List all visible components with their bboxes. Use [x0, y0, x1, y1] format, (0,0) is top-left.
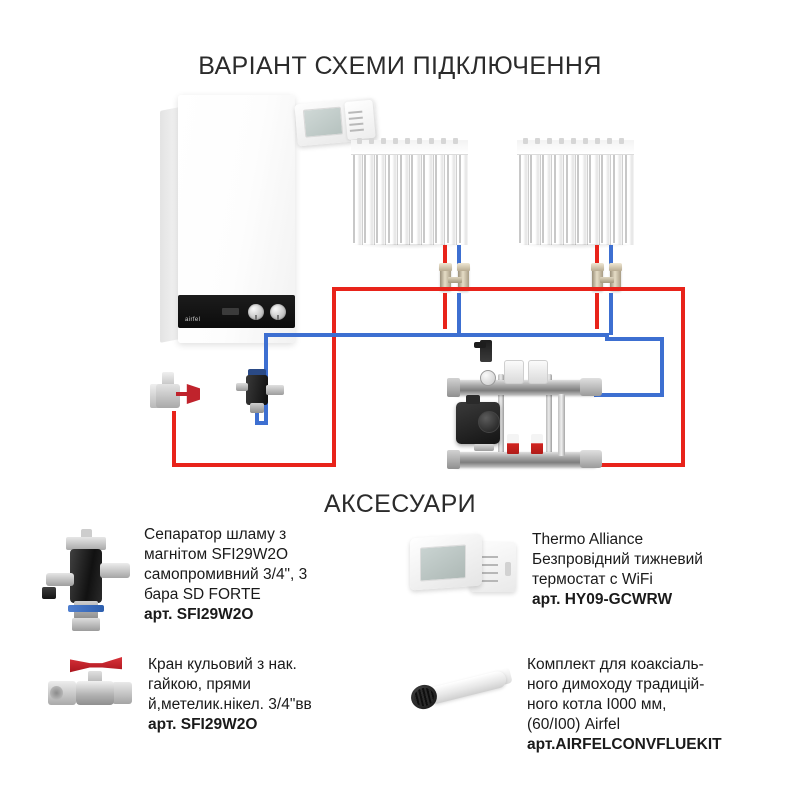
thermostat-receiver — [344, 99, 376, 141]
manifold-return-bar — [452, 452, 598, 467]
manifold-air-vent-icon — [474, 340, 492, 362]
return-pipe-to-manifold — [594, 393, 664, 397]
manifold-flowmeter-2 — [531, 434, 543, 454]
accessory-line: ного котла I000 мм, — [527, 696, 667, 713]
manifold-end-cap-top — [447, 378, 460, 397]
dirt-separator-icon — [40, 525, 132, 633]
radiator-top-cap — [351, 138, 468, 155]
radiator-fins — [351, 140, 468, 245]
manifold-drain-valve — [474, 444, 494, 451]
return-pipe-right-top — [605, 337, 664, 341]
return-stub-right — [609, 245, 613, 269]
accessory-item-separator: Сепаратор шламу з магнітом SFI29W2O само… — [40, 525, 370, 633]
manifold-pressure-gauge-icon — [480, 370, 496, 386]
ball-valve-icon — [40, 655, 136, 717]
return-header-top — [264, 333, 609, 337]
flow-pipe-left-riser — [332, 287, 336, 467]
accessory-article: арт. SFI29W2O — [148, 716, 258, 733]
boiler-knob-right — [270, 304, 286, 320]
connection-diagram: airfel — [0, 85, 800, 485]
accessory-line: Сепаратор шламу з — [144, 526, 287, 543]
radiator-fins — [517, 140, 634, 245]
accessory-line: бара SD FORTE — [144, 586, 261, 603]
boiler-brand-label: airfel — [185, 317, 201, 323]
accessories-title: АКСЕСУАРИ — [323, 490, 477, 518]
schematic-dirt-separator — [236, 367, 284, 415]
accessory-item-flue-kit: Комплект для коаксіаль- ного димоходу тр… — [405, 655, 795, 755]
accessory-item-thermostat: Thermo Alliance Безпровідний тижневий те… — [410, 530, 790, 610]
distribution-manifold — [447, 340, 602, 475]
accessory-article: арт. SFI29W2O — [144, 606, 254, 623]
accessory-line: гайкою, прями — [148, 676, 251, 693]
boiler-side-panel — [160, 107, 180, 343]
radiator-left — [351, 138, 468, 249]
wifi-thermostat-icon — [410, 530, 520, 596]
flow-pipe-bottom-left — [172, 463, 336, 467]
return-pipe-to-separator — [255, 421, 268, 425]
manifold-thermo-cap-2 — [528, 360, 548, 384]
manifold-elbow-bottom — [580, 450, 602, 468]
flow-pipe-to-ball-valve — [172, 411, 176, 467]
return-pipe-drop-right — [609, 293, 613, 335]
flow-pipe-bottom-right — [594, 463, 685, 467]
boiler-control-panel: airfel — [178, 295, 295, 328]
accessories-list: Сепаратор шламу з магнітом SFI29W2O само… — [0, 520, 800, 780]
accessory-line: магнітом SFI29W2O — [144, 546, 289, 563]
accessory-text: Кран кульовий з нак. гайкою, прями й,мет… — [148, 655, 312, 735]
radiator-top-cap — [517, 138, 634, 155]
manifold-flowmeter-1 — [507, 434, 519, 454]
radiator-right — [517, 138, 634, 249]
flow-pipe-drop-right — [595, 293, 599, 329]
boiler-knob-left — [248, 304, 264, 320]
accessory-line: Безпровідний тижневий — [532, 551, 703, 568]
pump-dial-icon — [478, 411, 500, 433]
return-pipe-right-riser — [660, 337, 664, 397]
accessory-line: (60/I00) Airfel — [527, 716, 621, 733]
accessory-line: й,метелик.нікел. 3/4"вв — [148, 696, 312, 713]
gas-boiler: airfel — [160, 95, 295, 343]
accessory-text: Комплект для коаксіаль- ного димоходу тр… — [527, 655, 722, 755]
manifold-elbow-top — [580, 378, 602, 396]
thermostat-screen-icon — [302, 106, 344, 138]
radiator-valve-right — [590, 263, 624, 295]
accessory-line: ного димоходу традицій- — [527, 676, 705, 693]
accessory-line: Кран кульовий з нак. — [148, 656, 297, 673]
accessory-article: арт. HY09-GCWRW — [532, 591, 673, 608]
manifold-supply-bar — [452, 380, 598, 395]
schematic-ball-valve — [148, 370, 202, 412]
flow-header-top — [332, 287, 685, 291]
manifold-rail-right — [546, 374, 552, 464]
page-title: ВАРІАНТ СХЕМИ ПІДКЛЮЧЕННЯ — [198, 52, 602, 80]
accessory-line: Thermo Alliance — [532, 531, 644, 548]
flow-stub-left — [443, 245, 447, 269]
accessory-text: Сепаратор шламу з магнітом SFI29W2O само… — [144, 525, 307, 625]
accessory-item-ball-valve: Кран кульовий з нак. гайкою, прями й,мет… — [40, 655, 370, 735]
accessory-article: арт.AIRFELCONVFLUEKIT — [527, 736, 722, 753]
manifold-thermo-cap-1 — [504, 360, 524, 384]
manifold-end-cap-bottom — [447, 450, 460, 469]
return-pipe-drop-left — [457, 293, 461, 335]
flow-pipe-drop-left — [443, 293, 447, 329]
flow-stub-right — [595, 245, 599, 269]
manifold-rail-left — [498, 374, 504, 464]
manifold-bypass-pipe — [558, 394, 565, 456]
coaxial-flue-icon — [405, 655, 515, 719]
boiler-display-icon — [222, 308, 239, 315]
radiator-valve-left — [438, 263, 472, 295]
accessory-text: Thermo Alliance Безпровідний тижневий те… — [532, 530, 703, 610]
accessory-line: термостат с WiFi — [532, 571, 653, 588]
flow-pipe-right-riser — [681, 287, 685, 467]
circulation-pump — [456, 395, 500, 444]
return-stub-left — [457, 245, 461, 269]
accessory-line: самопромивний 3/4", 3 — [144, 566, 308, 583]
accessory-line: Комплект для коаксіаль- — [527, 656, 704, 673]
return-pipe-separator-stub — [255, 407, 259, 425]
